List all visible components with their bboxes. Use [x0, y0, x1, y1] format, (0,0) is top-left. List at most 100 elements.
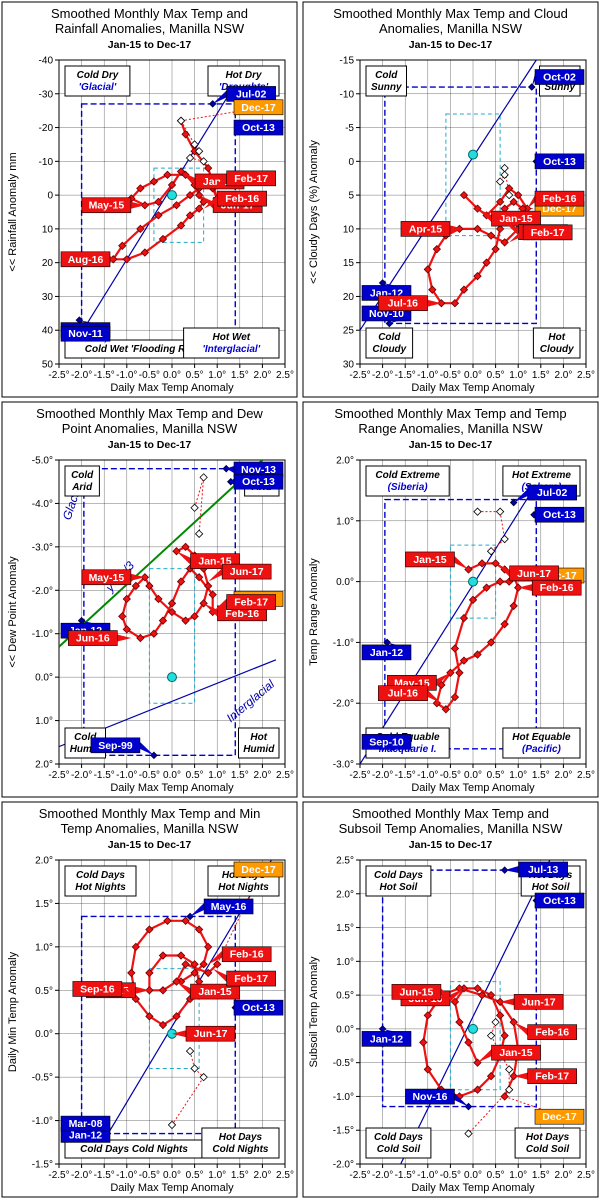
x-tick-label: -1.5° [395, 370, 416, 381]
annotation-label: May-15 [89, 200, 125, 212]
annotation: Sep-10 [361, 734, 412, 752]
x-tick-label: 1.5° [231, 370, 249, 381]
annotation: Oct-13 [233, 999, 284, 1016]
x-tick-label: -2.0° [372, 370, 393, 381]
annotation: Nov-11 [60, 325, 111, 344]
y-tick-label: 1.0° [336, 957, 354, 968]
annotation-pointer [500, 998, 515, 1006]
x-tick-label: 2.5° [276, 370, 294, 381]
y-tick-label: -0.5° [32, 1073, 53, 1084]
data-point [140, 201, 150, 210]
annotation-box [534, 190, 585, 207]
chart-subtitle: Jan-15 to Dec-17 [108, 839, 192, 851]
annotation: Jul-16 [378, 685, 442, 704]
data-point [491, 244, 500, 254]
y-tick-label: -10 [39, 157, 54, 168]
y-tick-label: -5 [345, 123, 354, 134]
y-tick-label: 5 [348, 191, 354, 202]
chart-subtitle: Jan-15 to Dec-17 [409, 439, 493, 451]
ratio-line [59, 460, 264, 648]
centre-point [468, 1023, 478, 1034]
annotation-pointer [495, 563, 510, 577]
data-point [495, 997, 505, 1007]
x-tick-label: 2.5° [276, 1170, 294, 1181]
quadrant-box [64, 65, 131, 97]
data-point [136, 633, 145, 643]
data-point [203, 581, 213, 591]
earlier-point [190, 503, 199, 512]
quadrant-text: Hot Days [526, 1132, 570, 1143]
earlier-point [199, 1072, 208, 1082]
chart-subtitle: Jan-15 to Dec-17 [409, 839, 493, 851]
annotation-box [221, 563, 272, 580]
x-tick-label: 2.0° [554, 370, 572, 381]
annotation: May-16 [190, 898, 254, 917]
data-point [473, 650, 482, 659]
x-tick-label: 0.5° [487, 770, 505, 781]
x-tick-label: 0.0° [163, 370, 181, 381]
annotation-label: Oct-13 [543, 895, 576, 907]
data-point [468, 595, 478, 605]
annotation-box [518, 861, 568, 878]
x-tick-label: 0.5° [487, 1170, 505, 1181]
annotation-pointer [513, 1022, 528, 1036]
y-tick-label: 0.0° [35, 1029, 53, 1040]
quadrant-text: Sunny [371, 82, 402, 93]
annotation-label: Jul-13 [528, 864, 559, 876]
annotation: Feb-16 [527, 190, 585, 209]
annotation-box [81, 569, 132, 586]
data-point [423, 1065, 432, 1074]
annotation-label: Feb-17 [234, 973, 268, 985]
annotation-box [233, 99, 284, 116]
annotation-label: Dec-17 [241, 864, 276, 876]
annotation-box [527, 484, 577, 501]
annotation-box [491, 1044, 541, 1061]
data-point [118, 241, 127, 250]
annotation-box [226, 170, 276, 187]
annotation: Jun-17 [500, 994, 564, 1010]
data-point [450, 692, 460, 702]
data-point [140, 248, 150, 257]
annotation-pointer [110, 255, 114, 263]
annotation-box [405, 1088, 455, 1105]
x-tick-label: -1.5° [94, 770, 115, 781]
earlier-point [504, 1065, 514, 1074]
x-axis-label: Daily Max Temp Anomaly [110, 782, 234, 794]
annotation-label: May-16 [211, 901, 247, 913]
annotation-box [226, 594, 276, 610]
annotation-box [221, 946, 272, 963]
x-tick-label: -2.5° [349, 770, 370, 781]
chart-title: Anomalies, Manilla NSW [379, 21, 523, 36]
data-point [486, 1072, 496, 1081]
data-point [473, 984, 482, 993]
quadrant-label: Hot Wet'Interglacial' [183, 327, 280, 359]
annotation-pointer [440, 988, 455, 1002]
trail-segment [490, 538, 505, 552]
earlier-point [194, 147, 204, 156]
annotation-pointer [449, 225, 464, 233]
x-tick-label: 2.5° [577, 370, 595, 381]
x-tick-label: 1.0° [208, 1170, 226, 1181]
x-tick-label: -0.5° [440, 1170, 461, 1181]
x-tick-label: -2.5° [48, 770, 69, 781]
annotation-pointer [226, 466, 234, 473]
quadrant-text: Cold [378, 332, 401, 343]
extremes-box [384, 86, 537, 325]
x-axis-label: Daily Max Temp Anomaly [411, 1182, 535, 1194]
annotation-pointer [449, 988, 464, 1002]
chart-subtitle: Jan-15 to Dec-17 [409, 39, 493, 51]
data-point [432, 244, 442, 254]
quadrant-box [64, 865, 137, 897]
reference-line [72, 76, 241, 348]
annotation-label: Feb-16 [230, 949, 264, 961]
data-point [181, 960, 190, 969]
data-point [181, 130, 190, 139]
annotation-label: Jul-16 [388, 298, 419, 310]
annotation: Feb-16 [208, 946, 272, 965]
y-tick-label: 2.0° [336, 456, 354, 467]
data-point [495, 224, 505, 234]
annotation: May-15 [81, 569, 145, 586]
extremes-box [381, 869, 537, 1108]
